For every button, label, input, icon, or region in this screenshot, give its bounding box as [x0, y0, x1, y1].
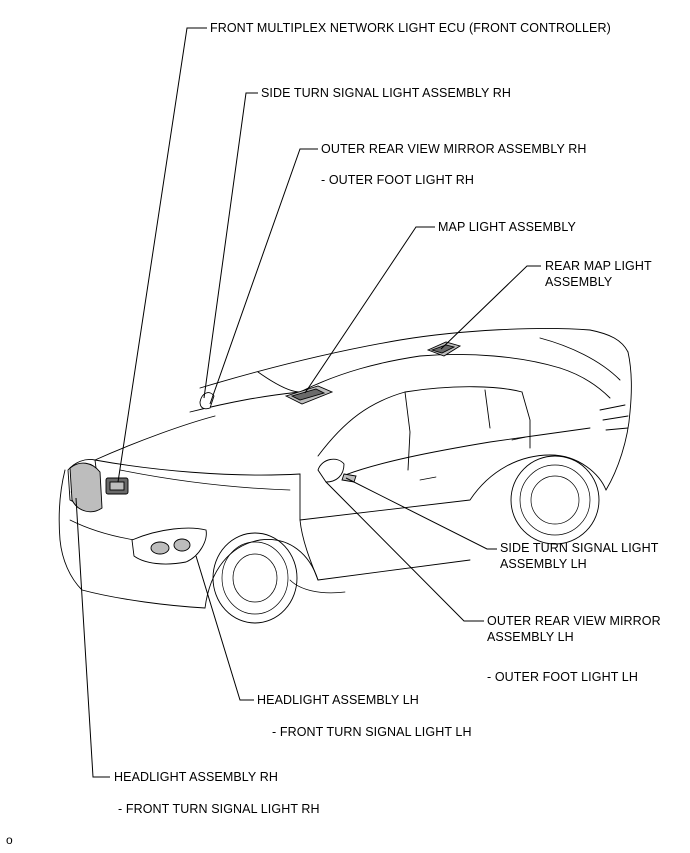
label-outer-foot-rh: - OUTER FOOT LIGHT RH [321, 173, 475, 187]
label-outer-mirror-lh-2: ASSEMBLY LH [487, 630, 574, 644]
label-side-turn-rh: SIDE TURN SIGNAL LIGHT ASSEMBLY RH [261, 86, 512, 100]
label-headlight-lh: HEADLIGHT ASSEMBLY LH [257, 693, 419, 707]
label-front-multiplex-ecu: FRONT MULTIPLEX NETWORK LIGHT ECU (FRONT… [210, 21, 611, 35]
label-side-turn-lh-2: ASSEMBLY LH [500, 557, 587, 571]
label-headlight-rh: HEADLIGHT ASSEMBLY RH [114, 770, 278, 784]
front-multiplex-ecu-part [105, 477, 129, 495]
leader-lines [75, 27, 541, 778]
label-map-light: MAP LIGHT ASSEMBLY [438, 220, 576, 234]
mirror-lh-part [317, 458, 357, 483]
rear-map-light-part [426, 341, 462, 357]
label-outer-mirror-lh-1: OUTER REAR VIEW MIRROR [487, 614, 661, 628]
label-rear-map-light-2: ASSEMBLY [545, 275, 613, 289]
headlight-lh-part [131, 527, 207, 565]
mirror-rh-part [199, 392, 215, 410]
label-outer-mirror-rh: OUTER REAR VIEW MIRROR ASSEMBLY RH [321, 142, 587, 156]
label-front-turn-lh: - FRONT TURN SIGNAL LIGHT LH [272, 725, 472, 739]
label-rear-map-light-1: REAR MAP LIGHT [545, 259, 652, 273]
label-side-turn-lh-1: SIDE TURN SIGNAL LIGHT [500, 541, 659, 555]
figure-code: o [6, 833, 13, 847]
headlight-rh-part [69, 462, 103, 513]
map-light-part [284, 385, 334, 405]
label-outer-foot-lh: - OUTER FOOT LIGHT LH [487, 670, 638, 684]
label-front-turn-rh: - FRONT TURN SIGNAL LIGHT RH [118, 802, 320, 816]
